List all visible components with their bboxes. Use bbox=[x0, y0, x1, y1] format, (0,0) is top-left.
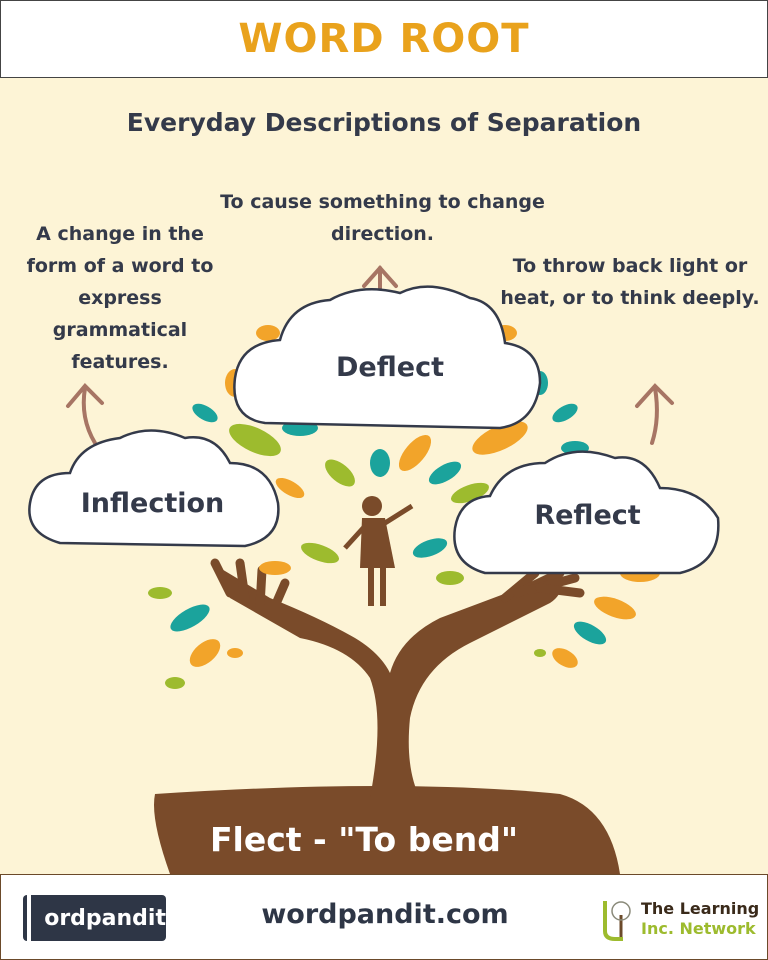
network-line1: The Learning bbox=[641, 899, 760, 918]
definition-inflection: A change in the form of a word to expres… bbox=[26, 223, 214, 373]
word-deflect: Deflect bbox=[336, 352, 444, 383]
clouds bbox=[28, 285, 720, 575]
learning-network-logo: The Learning Inc. Network bbox=[601, 897, 759, 941]
root-meaning: Flect - "To bend" bbox=[209, 820, 519, 859]
footer: ordpandit wordpandit.com The Learning In… bbox=[0, 874, 768, 960]
tree-logo-icon bbox=[603, 901, 631, 941]
wordpandit-logo[interactable]: ordpandit bbox=[23, 895, 166, 941]
header: WORD ROOT bbox=[0, 0, 768, 78]
page-title: WORD ROOT bbox=[238, 16, 530, 62]
tree-illustration bbox=[28, 264, 720, 874]
arrows bbox=[66, 264, 674, 445]
word-reflect: Reflect bbox=[534, 500, 641, 531]
infographic: Everyday Descriptions of Separation A ch… bbox=[0, 78, 768, 874]
word-inflection: Inflection bbox=[80, 488, 225, 519]
tree-trunk bbox=[218, 568, 562, 798]
site-link[interactable]: wordpandit.com bbox=[261, 899, 509, 930]
hand-fingers bbox=[210, 558, 585, 618]
ground-mound bbox=[154, 786, 620, 874]
network-line2: Inc. Network bbox=[641, 919, 756, 938]
child-figure bbox=[343, 496, 414, 606]
logo-text: ordpandit bbox=[44, 905, 166, 931]
subtitle: Everyday Descriptions of Separation bbox=[126, 108, 642, 137]
definition-deflect: To cause something to change direction. bbox=[220, 191, 545, 245]
definition-reflect: To throw back light or heat, or to think… bbox=[500, 255, 760, 309]
